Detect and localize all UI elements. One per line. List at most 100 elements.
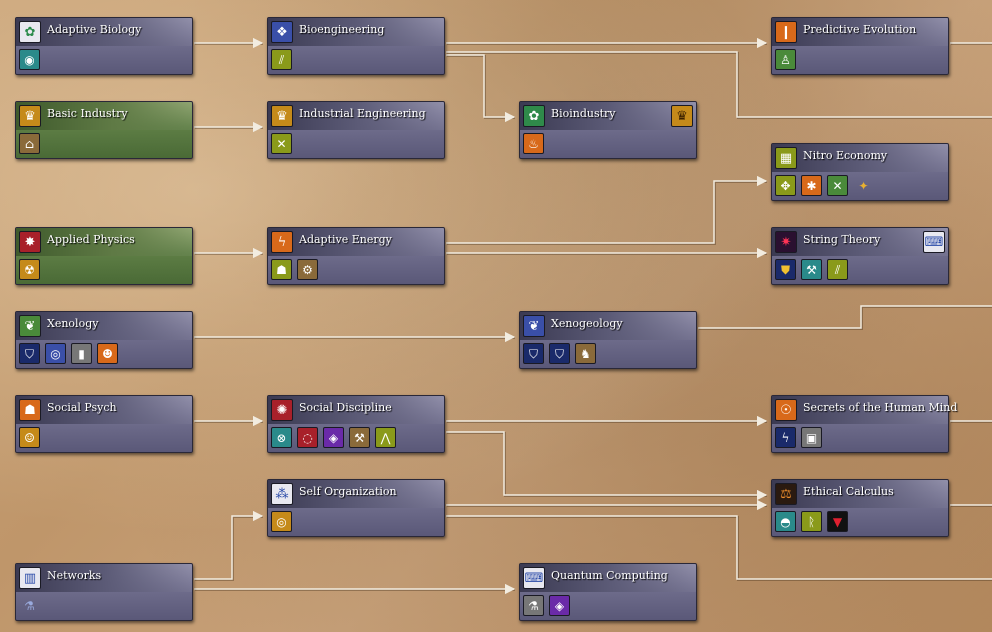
- tech-node-applied-physics[interactable]: ✸ Applied Physics ☢: [15, 227, 193, 285]
- tech-node-self-organization[interactable]: ⁂ Self Organization ◎: [267, 479, 445, 537]
- bio-emblem-icon: ✿: [19, 21, 41, 43]
- computer-icon: ⌨: [923, 231, 945, 253]
- furnace-icon[interactable]: ♨: [523, 133, 544, 154]
- link-networks-self-organization-shadow: [195, 516, 263, 581]
- xenogeology-emblem-icon: ❦: [523, 315, 545, 337]
- tech-node-predictive-evolution[interactable]: ❙ Predictive Evolution ♙: [771, 17, 949, 75]
- link-bioengineering-bioindustry-shadow: [447, 55, 515, 119]
- shield-icon[interactable]: ⛊: [775, 259, 796, 280]
- tech-title: String Theory: [803, 233, 881, 246]
- book-emblem-icon: ▥: [19, 567, 41, 589]
- tech-title: Bioindustry: [551, 107, 616, 120]
- tech-title: Self Organization: [299, 485, 397, 498]
- wrench-icon[interactable]: ⚒: [349, 427, 370, 448]
- tech-node-secrets-human-mind[interactable]: ☉ Secrets of the Human Mind ϟ ▣: [771, 395, 957, 453]
- caret-icon[interactable]: ⋀: [375, 427, 396, 448]
- tech-node-industrial-engineering[interactable]: ♛ Industrial Engineering ✕: [267, 101, 445, 159]
- link-xenogeology-offscreen: [698, 305, 992, 329]
- link-adaptive-energy-nitro-economy: [446, 175, 768, 244]
- xeno-emblem-icon: ❦: [19, 315, 41, 337]
- scales-emblem-icon: ⚖: [775, 483, 797, 505]
- griffin-badge-icon[interactable]: ⛉: [523, 343, 544, 364]
- lightning-icon[interactable]: ϟ: [775, 427, 796, 448]
- mask-icon[interactable]: ☻: [97, 343, 118, 364]
- psych-emblem-icon: ☗: [19, 399, 41, 421]
- tech-title: Social Discipline: [299, 401, 392, 414]
- link-social-discipline-ethical-calculus-shadow: [447, 432, 767, 497]
- creature-icon[interactable]: ♞: [575, 343, 596, 364]
- tech-node-adaptive-biology[interactable]: ✿ Adaptive Biology ◉: [15, 17, 193, 75]
- worker-icon[interactable]: ☗: [271, 259, 292, 280]
- evolution-emblem-icon: ❙: [775, 21, 797, 43]
- economy-emblem-icon: ▦: [775, 147, 797, 169]
- bio-emblem-icon: ✿: [523, 105, 545, 127]
- tech-title: Social Psych: [47, 401, 117, 414]
- beaker-icon[interactable]: ⚗: [523, 595, 544, 616]
- link-networks-self-organization: [194, 510, 264, 580]
- flask-icon[interactable]: ⚗: [24, 598, 35, 613]
- canister-icon[interactable]: ▮: [71, 343, 92, 364]
- tech-node-string-theory[interactable]: ✷ String Theory ⌨ ⛊ ⚒ ⫽: [771, 227, 949, 285]
- fungus-icon[interactable]: ⫽: [827, 259, 848, 280]
- tech-title: Adaptive Energy: [299, 233, 392, 246]
- tech-node-ethical-calculus[interactable]: ⚖ Ethical Calculus ◓ ᚱ ▼: [771, 479, 949, 537]
- tech-title: Adaptive Biology: [47, 23, 142, 36]
- tech-node-xenology[interactable]: ❦ Xenology ⛉ ◎ ▮ ☻: [15, 311, 193, 369]
- rune-icon[interactable]: ᚱ: [801, 511, 822, 532]
- target-ring-icon[interactable]: ◎: [271, 511, 292, 532]
- ring-icon[interactable]: ◌: [297, 427, 318, 448]
- face-icon[interactable]: ☺: [19, 427, 40, 448]
- tech-title: Predictive Evolution: [803, 23, 917, 36]
- link-adaptive-energy-nitro-economy-shadow: [447, 181, 767, 245]
- radiation-icon[interactable]: ☢: [19, 259, 40, 280]
- hammer-icon[interactable]: ⚒: [801, 259, 822, 280]
- energy-emblem-icon: ϟ: [271, 231, 293, 253]
- tech-node-quantum-computing[interactable]: ⌨ Quantum Computing ⚗ ◈: [519, 563, 697, 621]
- tech-node-adaptive-energy[interactable]: ϟ Adaptive Energy ☗ ⚙: [267, 227, 445, 285]
- beetle-icon[interactable]: ✱: [801, 175, 822, 196]
- computer-icon: ⌨: [523, 567, 545, 589]
- tech-node-social-discipline[interactable]: ✺ Social Discipline ⊗ ◌ ◈ ⚒ ⋀: [267, 395, 445, 453]
- industry-emblem-icon: ♛: [671, 105, 693, 127]
- mind-emblem-icon: ☉: [775, 399, 797, 421]
- tech-node-nitro-economy[interactable]: ▦ Nitro Economy ✥ ✱ ✕ ✦: [771, 143, 949, 201]
- tech-title: Xenology: [47, 317, 99, 330]
- eye-icon[interactable]: ◉: [19, 49, 40, 70]
- tech-node-bioindustry[interactable]: ✿ Bioindustry ♛ ♨: [519, 101, 697, 159]
- string-emblem-icon: ✷: [775, 231, 797, 253]
- link-social-discipline-ethical-calculus: [446, 431, 768, 501]
- crossed-swords-icon[interactable]: ✕: [827, 175, 848, 196]
- tech-title: Basic Industry: [47, 107, 128, 120]
- gold-bug-icon[interactable]: ✦: [858, 178, 869, 193]
- plant-icon[interactable]: ✥: [775, 175, 796, 196]
- tech-node-social-psych[interactable]: ☗ Social Psych ☺: [15, 395, 193, 453]
- machine-icon[interactable]: ⚙: [297, 259, 318, 280]
- down-triangle-icon[interactable]: ▼: [827, 511, 848, 532]
- discipline-emblem-icon: ✺: [271, 399, 293, 421]
- dome-icon[interactable]: ◓: [775, 511, 796, 532]
- industry-emblem-icon: ♛: [271, 105, 293, 127]
- crossed-tools-icon[interactable]: ✕: [271, 133, 292, 154]
- circle-cross-icon[interactable]: ⊗: [271, 427, 292, 448]
- eye-diamond-icon[interactable]: ◈: [323, 427, 344, 448]
- tech-title: Bioengineering: [299, 23, 385, 36]
- tech-title: Secrets of the Human Mind: [803, 401, 958, 414]
- eye-diamond-icon[interactable]: ◈: [549, 595, 570, 616]
- tech-title: Networks: [47, 569, 102, 582]
- portal-icon[interactable]: ◎: [45, 343, 66, 364]
- factory-icon[interactable]: ⌂: [19, 133, 40, 154]
- statue-icon[interactable]: ♙: [775, 49, 796, 70]
- tech-node-basic-industry[interactable]: ♛ Basic Industry ⌂: [15, 101, 193, 159]
- tech-title: Ethical Calculus: [803, 485, 894, 498]
- monitor-icon[interactable]: ▣: [801, 427, 822, 448]
- organization-emblem-icon: ⁂: [271, 483, 293, 505]
- tech-node-networks[interactable]: ▥ Networks ⚗: [15, 563, 193, 621]
- tech-node-bioengineering[interactable]: ❖ Bioengineering ⫽: [267, 17, 445, 75]
- armor-badge-icon[interactable]: ⛉: [19, 343, 40, 364]
- tech-title: Nitro Economy: [803, 149, 888, 162]
- fungus-icon[interactable]: ⫽: [271, 49, 292, 70]
- tech-title: Xenogeology: [551, 317, 623, 330]
- bioengineering-emblem-icon: ❖: [271, 21, 293, 43]
- tech-node-xenogeology[interactable]: ❦ Xenogeology ⛉ ⛉ ♞: [519, 311, 697, 369]
- armor-badge-icon[interactable]: ⛉: [549, 343, 570, 364]
